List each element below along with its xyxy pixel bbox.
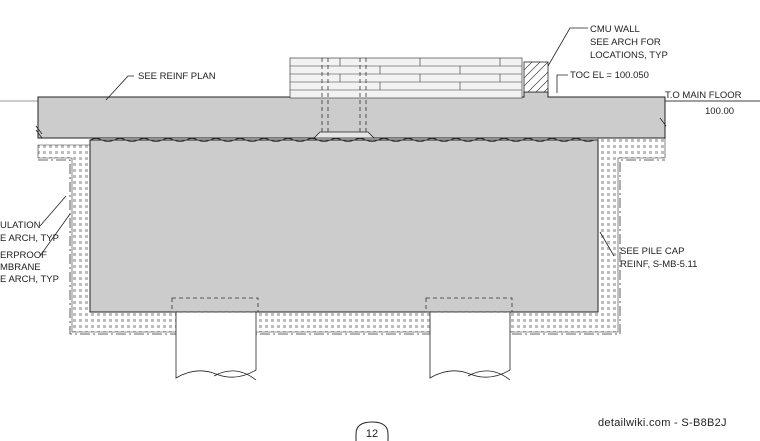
pile-cap [89,139,599,313]
cmu-wall-center [289,57,523,99]
label-insulation-2: E ARCH, TYP [0,233,59,244]
label-main-floor: T.O MAIN FLOOR [665,90,742,101]
label-main-floor-el: 100.00 [705,106,734,117]
watermark: detailwiki.com - S-B8B2J [598,417,727,429]
leader-reinf-plan [105,75,134,101]
label-waterproof-1: ERPROOF [0,250,47,261]
pile-right [425,297,513,381]
detail-number: 12 [366,428,378,440]
label-pile-cap-1: SEE PILE CAP [620,246,684,257]
cmu-wall-right [523,61,549,93]
label-cmu-wall-3: LOCATIONS, TYP [590,50,668,61]
joint-line [89,138,595,142]
slab-break-mark [35,125,43,139]
waterproof-membrane-line [38,159,665,335]
label-see-reinf-plan: SEE REINF PLAN [138,71,216,82]
label-cmu-wall-1: CMU WALL [590,24,640,35]
leader-pile-cap-reinf [599,231,615,257]
label-waterproof-3: E ARCH, TYP [0,274,59,285]
label-pile-cap-2: REINF, S-MB-5.11 [620,259,697,270]
base-plate [313,131,375,139]
leader-waterproof [39,213,71,257]
leader-insulation [39,195,67,227]
label-waterproof-2: MBRANE [0,262,41,273]
label-cmu-wall-2: SEE ARCH FOR [590,37,661,48]
slab-break-mark-right [659,117,667,127]
label-toc-el: TOC EL = 100.050 [570,70,649,81]
floor-slab [37,91,666,139]
label-insulation-1: ULATION [0,220,41,231]
detail-number-bubble: 12 [355,421,389,441]
leader-toc-el [556,74,568,93]
pile-left [171,297,259,381]
leader-cmu-wall [547,27,588,67]
